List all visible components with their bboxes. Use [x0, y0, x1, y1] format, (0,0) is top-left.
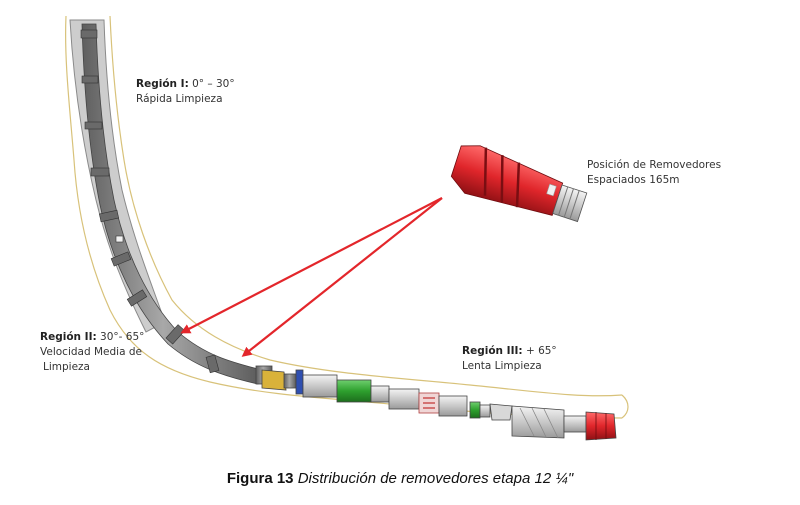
joint-marker: [115, 235, 124, 243]
green-stabilizer-1: [336, 379, 372, 403]
arrow-to-region-2: [180, 197, 443, 334]
collar-2: [388, 388, 420, 410]
region-1-range: 0° – 30°: [192, 78, 235, 90]
region-3-title: Región III:: [462, 345, 523, 357]
tool-label-line-2: Espaciados 165m: [587, 174, 680, 187]
yellow-stabilizer: [261, 369, 287, 391]
region-3-desc: Lenta Limpieza: [462, 360, 542, 373]
arrow-to-bha: [241, 197, 443, 357]
region-2-desc-2: Limpieza: [43, 361, 90, 374]
region-2-title: Región II:: [40, 331, 97, 343]
figure-number: Figura 13: [226, 470, 294, 487]
collar-1: [302, 374, 338, 398]
figure-caption-text: Distribución de removedores etapa 12 ¼": [297, 470, 574, 487]
tool-joints: [80, 29, 220, 374]
region-1-label: Región I: 0° – 30° Rápida Limpieza: [136, 77, 235, 107]
region-3-label: Región III: + 65° Lenta Limpieza: [462, 344, 557, 374]
bha-assembly: [255, 365, 617, 441]
region-2-label: Región II: 30°- 65° Velocidad Media de L…: [40, 330, 144, 376]
figure-caption: Figura 13 Distribución de removedores et…: [0, 470, 800, 487]
region-2-range: 30°- 65°: [100, 331, 145, 343]
blue-collar: [295, 369, 304, 395]
motor-section: [489, 403, 513, 421]
tool-label-line-1: Posición de Removedores: [587, 159, 722, 171]
region-1-desc: Rápida Limpieza: [136, 93, 223, 106]
motor-body: [511, 405, 565, 439]
green-stabilizer-2: [469, 401, 481, 419]
remover-tool-image: [450, 145, 588, 223]
region-3-range: + 65°: [525, 345, 557, 357]
tool-label: Posición de Removedores Espaciados 165m: [587, 158, 721, 188]
region-1-title: Región I:: [136, 78, 189, 90]
region-2-desc-1: Velocidad Media de: [40, 346, 142, 359]
drill-bit: [585, 411, 617, 441]
collar-3: [438, 395, 468, 417]
remover-position-arrows: [180, 197, 443, 357]
